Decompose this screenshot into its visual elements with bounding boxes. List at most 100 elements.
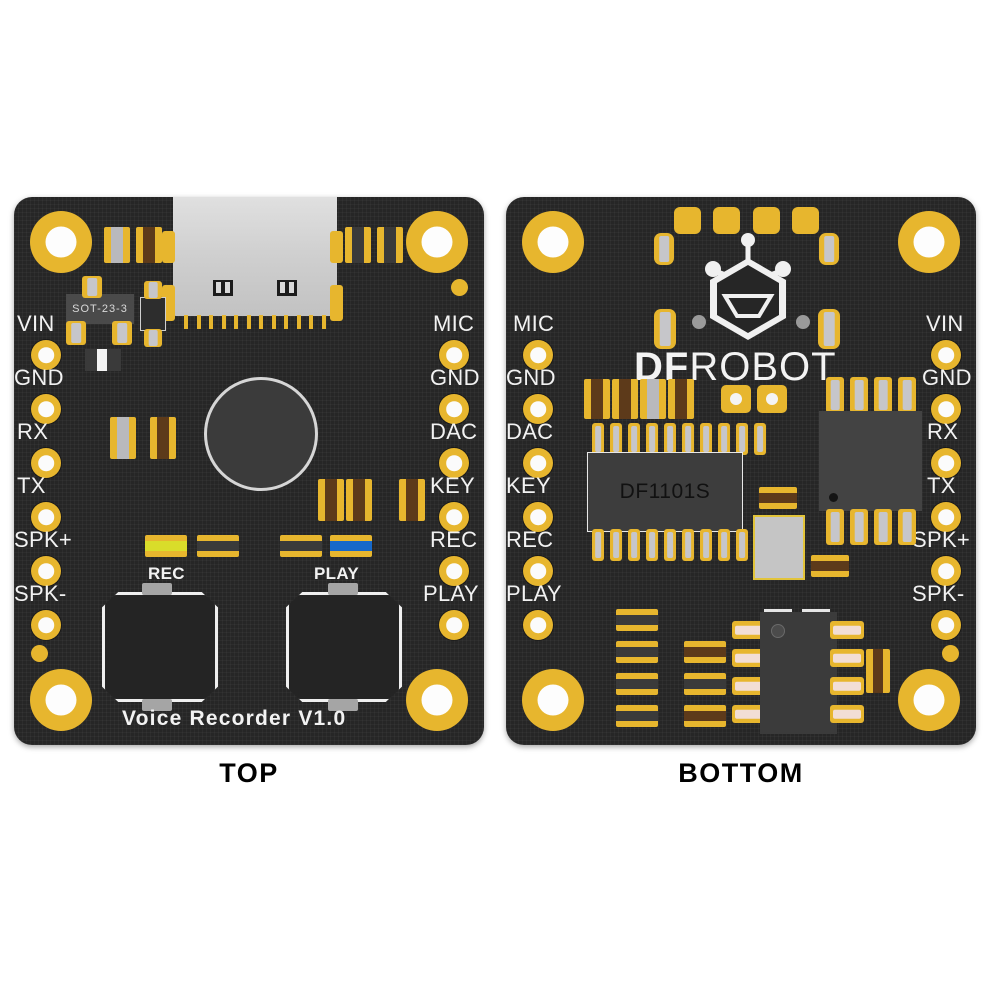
amp-pin-left-3 bbox=[732, 677, 766, 695]
usb-footprint-pad-2 bbox=[713, 207, 740, 234]
df1101s-pin-bottom-8 bbox=[718, 529, 730, 561]
df1101s-pin-bottom-6 bbox=[682, 529, 694, 561]
pin-pad-gnd2-bottom bbox=[931, 394, 961, 424]
ic-df1101s: DF1101S bbox=[587, 452, 743, 532]
test-pad-right bbox=[451, 279, 468, 296]
play-tactile-button[interactable] bbox=[286, 592, 402, 702]
flash-pin-top-1 bbox=[826, 377, 844, 413]
pin-label-tx-bottom: TX bbox=[927, 473, 956, 498]
pin-label-dac-top: DAC bbox=[430, 419, 478, 444]
pin-label-rec-top: REC bbox=[430, 527, 478, 552]
mounting-hole-bottom-left bbox=[30, 669, 92, 731]
sot23-pin-bottom-left bbox=[66, 321, 86, 345]
amp-pin-left-4 bbox=[732, 705, 766, 723]
flash-pin-top-2 bbox=[850, 377, 868, 413]
pin-label-play-bottom: PLAY bbox=[506, 581, 562, 606]
amp-pin-right-1 bbox=[830, 621, 864, 639]
df1101s-pin-top-10 bbox=[754, 423, 766, 455]
caption-bottom: BOTTOM bbox=[678, 758, 804, 788]
pin-pad-gnd-top bbox=[31, 394, 61, 424]
dfrobot-logo-icon bbox=[691, 232, 805, 344]
mounting-hole-bottom-right bbox=[406, 669, 468, 731]
crystal-oscillator bbox=[753, 515, 805, 580]
pin-pad-rec-bottom bbox=[523, 556, 553, 586]
smd-resistor-g6 bbox=[684, 673, 726, 695]
pin-label-rec-bottom: REC bbox=[506, 527, 554, 552]
usb-footprint-pad-1 bbox=[674, 207, 701, 234]
smd-resistor-b1 bbox=[584, 379, 610, 419]
usb-shell-slot-right bbox=[277, 280, 297, 296]
df1101s-pin-bottom-1 bbox=[592, 529, 604, 561]
pin-label-mic-bottom: MIC bbox=[513, 311, 555, 336]
pin-label-vin-top: VIN bbox=[17, 311, 55, 336]
smd-resistor-r4 bbox=[85, 349, 121, 371]
amp-pin-left-2 bbox=[732, 649, 766, 667]
smd-resistor-g8 bbox=[866, 649, 890, 693]
pad-square-left bbox=[721, 385, 751, 413]
smd-capacitor-c1 bbox=[104, 227, 130, 263]
df1101s-pin-bottom-9 bbox=[736, 529, 748, 561]
pin-pad-vin-top bbox=[31, 340, 61, 370]
sot23-pin-top bbox=[82, 276, 102, 298]
pin-pad-rx-bottom bbox=[931, 448, 961, 478]
smd-resistor-r9 bbox=[197, 535, 239, 557]
usb-c-connector bbox=[173, 197, 337, 316]
pin-pad-tx-top bbox=[31, 502, 61, 532]
diode-pin-bottom bbox=[144, 329, 162, 347]
amp-silk-mark-left bbox=[764, 609, 792, 612]
smd-resistor-b2 bbox=[612, 379, 638, 419]
smd-capacitor-b3 bbox=[640, 379, 666, 419]
brand-robot: ROBOT bbox=[689, 345, 837, 389]
pin-pad-mic-top bbox=[439, 340, 469, 370]
pin-label-gnd-bottom: GND bbox=[506, 365, 556, 390]
pin-pad-key-top bbox=[439, 502, 469, 532]
rec-tactile-button[interactable] bbox=[102, 592, 218, 702]
pin-label-mic-top: MIC bbox=[433, 311, 475, 336]
pin-label-gnd2-top: GND bbox=[430, 365, 480, 390]
via-right-of-logo bbox=[796, 315, 810, 329]
microphone-can bbox=[204, 377, 318, 491]
flash-pin-bottom-1 bbox=[826, 509, 844, 545]
df1101s-pin-top-7 bbox=[700, 423, 712, 455]
amp-pin-right-2 bbox=[830, 649, 864, 667]
smd-resistor-g7 bbox=[684, 705, 726, 727]
smd-resistor-b6 bbox=[811, 555, 849, 577]
pin-label-gnd-top: GND bbox=[14, 365, 64, 390]
pad-square-right bbox=[757, 385, 787, 413]
smd-resistor-r8 bbox=[399, 479, 425, 521]
smd-resistor-g5 bbox=[684, 641, 726, 663]
smd-resistor-g2 bbox=[616, 641, 658, 663]
pin-label-key-bottom: KEY bbox=[506, 473, 551, 498]
smd-resistor-r2 bbox=[345, 227, 371, 263]
df1101s-pin-top-1 bbox=[592, 423, 604, 455]
df1101s-pin-top-6 bbox=[682, 423, 694, 455]
usb-mount-pad-top-right bbox=[819, 233, 839, 265]
smd-resistor-g1 bbox=[616, 609, 658, 631]
usb-footprint-pad-3 bbox=[753, 207, 780, 234]
smd-diode-d1 bbox=[140, 297, 166, 331]
pin-pad-spkn-top bbox=[31, 610, 61, 640]
silk-label-play-button: PLAY bbox=[314, 564, 359, 583]
usb-signal-pins bbox=[184, 315, 326, 329]
pin-pad-play-bottom bbox=[523, 610, 553, 640]
smd-resistor-r3 bbox=[377, 227, 403, 263]
flash-pin-bottom-2 bbox=[850, 509, 868, 545]
usb-mount-pad-bottom-right bbox=[818, 309, 840, 349]
df1101s-pin-bottom-4 bbox=[646, 529, 658, 561]
pin-label-play-top: PLAY bbox=[423, 581, 479, 606]
led-rec-indicator bbox=[145, 535, 187, 557]
pin-pad-gnd-bottom bbox=[523, 394, 553, 424]
df1101s-pin-top-9 bbox=[736, 423, 748, 455]
usb-mount-wing-bottom-right bbox=[330, 285, 343, 321]
led-play-indicator bbox=[330, 535, 372, 557]
pin-label-spkn-bottom: SPK- bbox=[912, 581, 965, 606]
diode-pin-top bbox=[144, 281, 162, 299]
caption-top: TOP bbox=[219, 758, 279, 788]
pin-pad-spkn-bottom bbox=[931, 610, 961, 640]
usb-mount-pad-bottom-left bbox=[654, 309, 676, 349]
pin-pad-key-bottom bbox=[523, 502, 553, 532]
pin-label-rx-top: RX bbox=[17, 419, 49, 444]
